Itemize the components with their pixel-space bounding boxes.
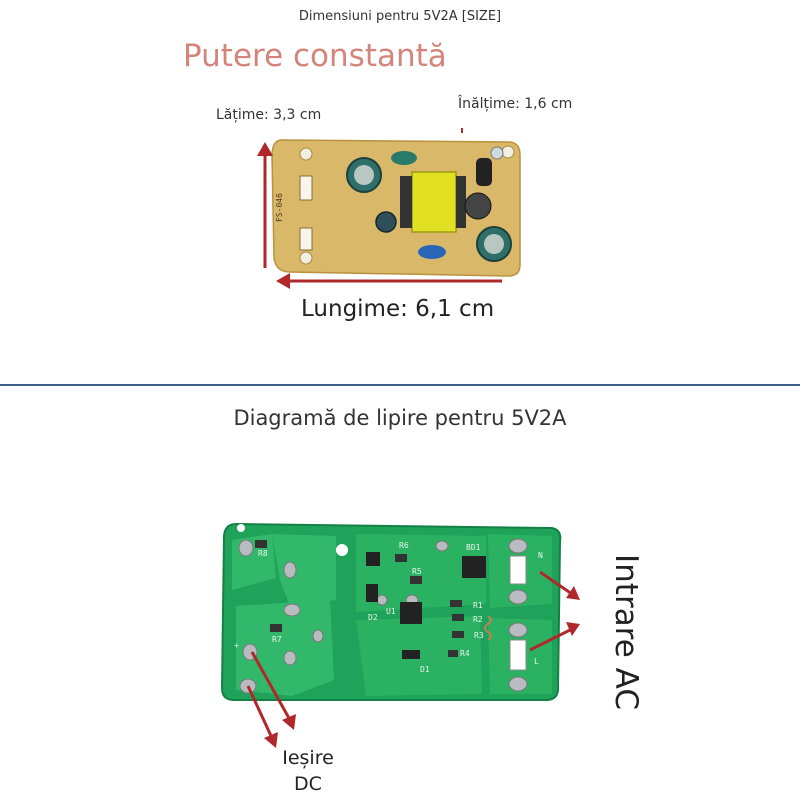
svg-text:R1: R1 <box>473 601 483 610</box>
resistor-r5 <box>410 576 422 584</box>
height-marker <box>461 128 463 133</box>
capacitor-small <box>375 211 397 233</box>
svg-text:D1: D1 <box>420 665 430 674</box>
capacitor-cy1 <box>418 245 446 259</box>
ac-input-label: Intrare AC <box>608 554 644 710</box>
diode-d1 <box>402 650 420 659</box>
svg-text:R8: R8 <box>258 549 268 558</box>
silkscreen-fs046: FS-046 <box>275 193 284 222</box>
svg-text:R7: R7 <box>272 635 282 644</box>
diode <box>476 158 492 186</box>
inductor <box>484 615 492 641</box>
resistor-r6 <box>395 554 407 562</box>
resistor-r1 <box>450 600 462 607</box>
mount-hole <box>237 524 245 532</box>
svg-text:U1: U1 <box>386 607 396 616</box>
svg-text:R4: R4 <box>460 649 470 658</box>
pcb-top-illustration: FS-046 <box>257 128 521 289</box>
mount-hole <box>299 251 313 265</box>
resistor-r2 <box>452 614 464 621</box>
solder-joint <box>508 538 528 554</box>
resistor-r7 <box>270 624 282 632</box>
svg-text:+: + <box>234 641 239 650</box>
solder-joint <box>238 539 254 557</box>
solder-joint <box>376 594 388 606</box>
pad-slot <box>299 227 313 251</box>
svg-text:BD1: BD1 <box>466 543 481 552</box>
dimensions-caption: Dimensiuni pentru 5V2A [SIZE] <box>298 9 502 24</box>
pad-slot-n <box>509 555 527 585</box>
svg-text:D2: D2 <box>368 613 378 622</box>
solder-joint <box>283 561 297 579</box>
silkscreen-labels: R8 R7 R6 R5 R1 R2 R3 R4 U1 D1 D2 BD1 N L… <box>234 541 543 674</box>
svg-text:R6: R6 <box>399 541 409 550</box>
ic-round <box>464 192 492 220</box>
pcb-top-board <box>271 139 521 277</box>
transistor <box>366 552 380 566</box>
svg-text:N: N <box>538 551 543 560</box>
section-divider <box>0 384 800 386</box>
dc-output-line2: DC <box>294 773 322 795</box>
height-label: Înălțime: 1,6 cm <box>458 96 573 112</box>
solder-joint <box>508 676 528 692</box>
resistor-r8 <box>255 540 267 548</box>
bridge-bd1 <box>462 556 486 578</box>
resistor-r4 <box>448 650 458 657</box>
svg-text:R3: R3 <box>474 631 484 640</box>
diode-d2 <box>366 584 378 602</box>
mount-hole <box>299 147 313 161</box>
length-label: Lungime: 6,1 cm <box>301 296 495 322</box>
resistor-r3 <box>452 631 464 638</box>
width-label: Lățime: 3,3 cm <box>216 107 322 123</box>
pad-slot <box>299 175 313 201</box>
svg-text:L: L <box>534 657 539 666</box>
ic-u1 <box>400 602 422 624</box>
dc-output-label: Ieșire DC <box>263 745 353 797</box>
solder-joint <box>508 622 528 638</box>
solder-joint <box>435 540 449 552</box>
length-arrow <box>276 273 502 289</box>
led1 <box>490 146 504 160</box>
solder-joint <box>283 603 301 617</box>
solder-joint <box>312 629 324 643</box>
capacitor-ca <box>391 151 417 165</box>
dc-output-arrows <box>246 651 296 748</box>
svg-text:R2: R2 <box>473 615 483 624</box>
wiring-title: Diagramă de lipire pentru 5V2A <box>233 406 567 430</box>
svg-text:R5: R5 <box>412 567 422 576</box>
ac-input-arrows <box>529 570 580 652</box>
solder-joint <box>283 650 297 666</box>
page-title: Putere constantă <box>183 38 447 74</box>
dc-output-line1: Ieșire <box>282 747 334 769</box>
width-arrow <box>257 142 273 268</box>
pad-slot-l <box>509 639 527 671</box>
mount-hole <box>336 544 348 556</box>
solder-joint <box>508 589 528 605</box>
